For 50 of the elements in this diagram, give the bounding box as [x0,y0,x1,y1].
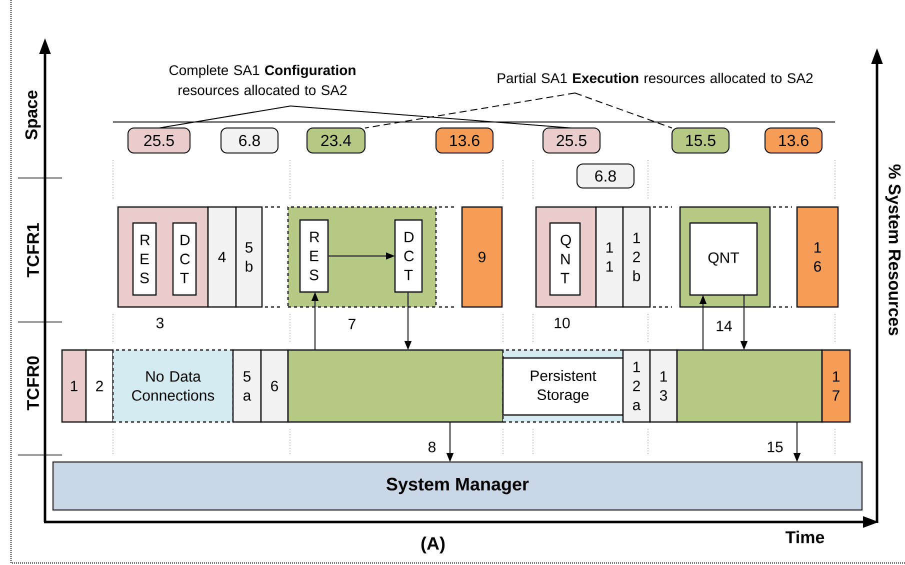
value-badge: 6.8 [576,164,634,188]
axis-label: TCFR0 [26,356,40,410]
value-badge: 6.8 [220,128,278,154]
process-box: 1 2 b [622,206,651,308]
value-badge: 23.4 [306,128,366,154]
process-box: QNT [689,222,758,296]
box-caption: 3 [156,318,164,328]
process-box: Q N T [549,222,581,296]
process-box [287,349,504,423]
leader-line [364,92,576,128]
box-caption: 10 [554,318,570,328]
edge-label: 15 [766,440,784,454]
process-box: 1 6 [796,206,839,308]
process-box: R E S [132,222,157,296]
process-box: 4 [207,206,237,308]
process-box: 1 1 [595,206,624,308]
process-box: 1 [61,349,87,423]
process-box: D C T [172,222,197,296]
leader-line [158,106,291,128]
process-box: Persistent Storage [502,357,624,416]
manager-bar: System Manager [52,462,862,510]
value-badge: 25.5 [542,128,600,154]
axis-label: (A) [421,536,445,554]
leader-line [574,92,672,128]
process-box: 5 a [232,349,262,423]
process-box: 1 2 a [622,349,651,423]
callout-text: Complete SA1 Configuration resources allocated to SA2 [169,64,356,96]
process-box: D C T [394,219,423,293]
value-badge: 13.6 [764,128,822,154]
process-box: 1 3 [649,349,678,423]
process-box: 1 7 [821,349,851,423]
box-caption: 14 [716,320,732,332]
axis-label: % System Resources [885,164,901,336]
axis-label: Space [25,90,41,140]
value-badge: 25.5 [128,128,190,154]
process-box [676,349,823,423]
box-caption: 7 [348,318,356,330]
process-box: 9 [461,206,503,308]
process-box: 2 [85,349,114,423]
dashed-box: No Data Connections [112,349,234,423]
value-badge: 13.6 [436,128,494,154]
leader-line [290,106,572,128]
process-box: 5 b [235,206,263,308]
axis-label: TCFR1 [26,223,40,278]
edge-label: 8 [426,440,438,454]
callout-text: Partial SA1 Execution resources allocated to SA2 [498,72,813,84]
process-box: R E S [299,219,329,293]
process-box: 6 [260,349,289,423]
value-badge: 15.5 [672,128,730,154]
axis-label: Time [786,530,824,544]
